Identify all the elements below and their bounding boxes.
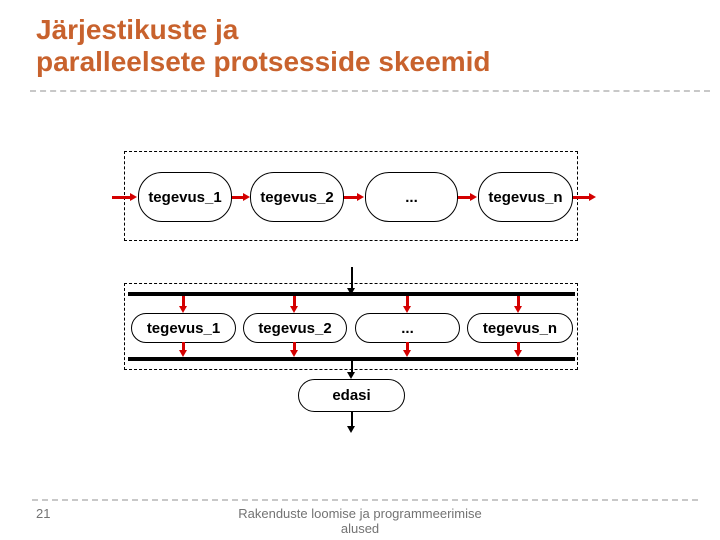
footer-separator <box>32 499 698 501</box>
red-arrow-down-fork-4-icon <box>514 296 523 313</box>
red-arrow-right-3-icon <box>458 193 477 202</box>
red-arrow-down-join-3-icon <box>403 342 412 357</box>
sequential-node-n-label: tegevus_n <box>488 188 563 206</box>
slide-title: Järjestikuste ja paralleelsete protsessi… <box>36 14 490 78</box>
title-separator <box>30 90 710 92</box>
sequential-node-ellipsis-label: ... <box>405 188 418 206</box>
red-arrow-down-fork-1-icon <box>179 296 188 313</box>
black-arrow-down-to-edasi-icon <box>347 361 356 379</box>
black-arrow-down-exit-icon <box>347 412 356 433</box>
parallel-node-2: tegevus_2 <box>243 313 347 343</box>
parallel-node-n: tegevus_n <box>467 313 573 343</box>
sequential-node-ellipsis: ... <box>365 172 458 222</box>
footer-course-line1: Rakenduste loomise ja programmeerimise <box>238 506 482 521</box>
slide-title-line1: Järjestikuste ja <box>36 14 239 45</box>
parallel-node-ellipsis: ... <box>355 313 460 343</box>
red-arrow-down-join-1-icon <box>179 342 188 357</box>
parallel-node-2-label: tegevus_2 <box>258 319 332 337</box>
page-number: 21 <box>36 506 51 521</box>
footer-course-title: Rakenduste loomise ja programmeerimise a… <box>0 506 720 536</box>
red-arrow-down-join-2-icon <box>290 342 299 357</box>
slide-title-line2: paralleelsete protsesside skeemid <box>36 46 491 77</box>
continue-node-label: edasi <box>332 387 371 404</box>
fork-bar <box>128 292 575 296</box>
parallel-node-n-label: tegevus_n <box>482 319 558 337</box>
sequential-node-1: tegevus_1 <box>138 172 232 222</box>
join-bar <box>128 357 575 361</box>
red-arrow-right-2-icon <box>344 193 364 202</box>
red-arrow-right-1-icon <box>232 193 250 202</box>
sequential-node-2: tegevus_2 <box>250 172 344 222</box>
red-arrow-down-fork-3-icon <box>403 296 412 313</box>
red-arrow-right-exit-icon <box>573 193 596 202</box>
black-arrow-down-into-fork-icon <box>347 267 356 295</box>
parallel-node-1: tegevus_1 <box>131 313 236 343</box>
sequential-node-1-label: tegevus_1 <box>148 188 222 206</box>
parallel-node-1-label: tegevus_1 <box>146 319 221 337</box>
footer-course-line2: alused <box>340 521 380 536</box>
red-arrow-down-join-4-icon <box>514 342 523 357</box>
sequential-node-n: tegevus_n <box>478 172 573 222</box>
continue-node: edasi <box>298 379 405 412</box>
parallel-node-ellipsis-label: ... <box>401 319 414 337</box>
red-arrow-down-fork-2-icon <box>290 296 299 313</box>
red-arrow-right-entry-icon <box>112 193 137 202</box>
sequential-node-2-label: tegevus_2 <box>260 188 334 206</box>
